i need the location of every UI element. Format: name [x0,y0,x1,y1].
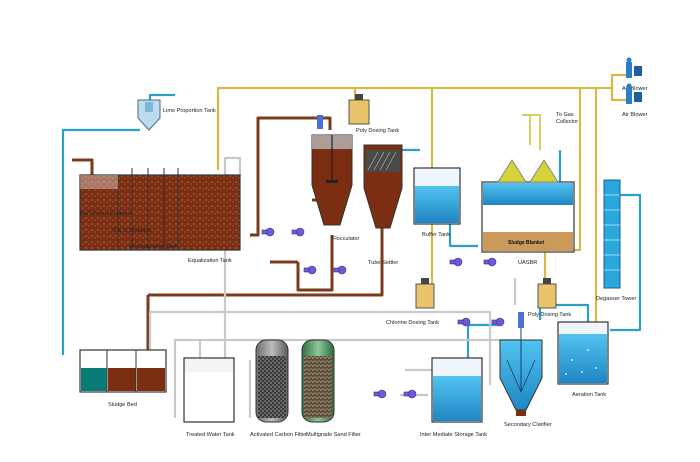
label-degasser-tower: Degasser Tower [596,296,636,302]
label-tube-settler: Tube Settler [368,260,398,266]
pump-icon [457,317,471,327]
pump-icon [291,227,305,237]
label-poly-dosing-top: Poly Dosing Tank [356,128,399,134]
buffer-tank: Buffer Tank [413,167,461,238]
tube-settler: Tube Settler [363,144,403,266]
label-sludge-blanket: Sludge Blanket [508,240,544,246]
pump-icon [449,257,463,267]
degasser-tower: Degasser Tower [596,179,636,302]
label-air-blower-top: Air Blower [622,86,648,92]
treated-water-tank: Treated Water Tank [183,357,235,438]
pump-icon [483,257,497,267]
pump-icon [373,389,387,399]
label-multigrade-sand-filter: Multigrade Sand Filter [306,432,361,438]
label-air-blower-bottom: Air Blower [622,112,648,118]
flocculator: Flocculator [311,115,359,242]
poly-dosing-tank-bottom: Poly Dosing Tank [528,278,571,318]
air-blower-top: Air Blower [622,57,648,92]
intermediate-storage-tank: Inter Mediate Storage Tank [420,357,487,438]
chlorine-dosing-tank: Chlorine Dosing Tank [386,278,439,326]
label-sludge-bed: Sludge Bed [108,402,137,408]
label-equalization-tank: Equalization Tank [188,258,232,264]
label-lime-tank: Lime Proportion Tank [163,108,216,114]
label-chlorine-dosing-tank: Chlorine Dosing Tank [386,320,439,326]
label-uasbr: UASBR [518,260,537,266]
pump-icon [261,227,275,237]
poly-dosing-tank-top: Poly Dosing Tank [348,94,399,134]
primary-chambers: Bar Screen Chamber O & G Chamber Neutral… [79,168,241,264]
label-flocculator: Flocculator [332,236,359,242]
multigrade-sand-filter: Multigrade Sand Filter [301,339,361,438]
uasbr-reactor: To Gas Collector Sludge Blanket UASBR [481,112,578,266]
lime-proportion-tank: Lime Proportion Tank [137,99,216,131]
label-treated-water-tank: Treated Water Tank [186,432,235,438]
label-bar-screen-chamber: Bar Screen Chamber [80,211,133,217]
pump-icon [333,265,347,275]
label-poly-dosing-bottom: Poly Dosing Tank [528,312,571,318]
label-activated-carbon-filter: Activated Carbon Filter [250,432,307,438]
label-neutralization-tank: Neutralization Tank [130,244,178,250]
pump-icon [491,317,505,327]
pump-icon [403,389,417,399]
aeration-tank: Aeration Tank [557,321,609,398]
label-aeration-tank: Aeration Tank [572,392,606,398]
pump-icon [303,265,317,275]
pumps [261,227,505,399]
label-gas-collector-1: To Gas [556,112,574,118]
sludge-bed: Sludge Bed [79,349,167,408]
air-blower-bottom: Air Blower [622,83,648,118]
label-buffer-tank: Buffer Tank [422,232,450,238]
label-gas-collector-2: Collector [556,119,578,125]
secondary-clarifier: Secondary Clarifier [499,312,552,428]
label-secondary-clarifier: Secondary Clarifier [504,422,552,428]
activated-carbon-filter: Activated Carbon Filter [250,339,307,438]
label-og-chamber: O & G Chamber [112,228,152,234]
label-intermediate-storage-tank: Inter Mediate Storage Tank [420,432,487,438]
